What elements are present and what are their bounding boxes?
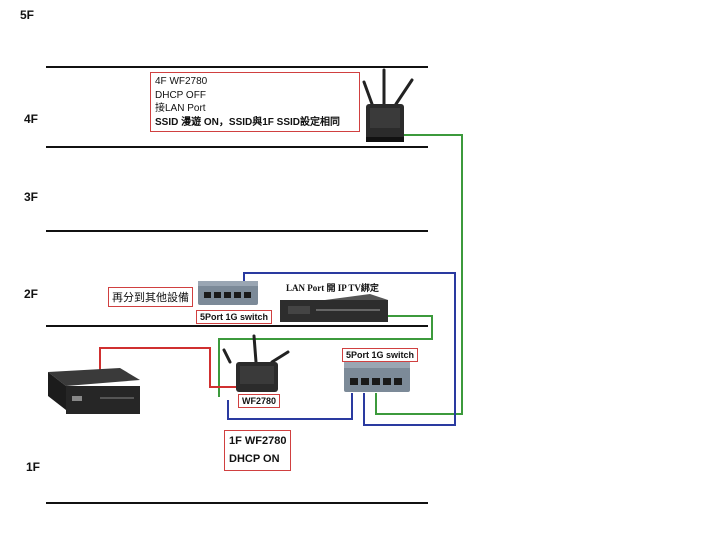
floor-divider	[46, 502, 428, 504]
floor-label-3f: 3F	[24, 190, 39, 204]
blue-cable	[243, 272, 456, 426]
red-cable	[99, 347, 236, 388]
modem-icon	[48, 368, 140, 414]
green-cable	[218, 315, 433, 397]
floor-divider	[46, 146, 428, 148]
router-4f-note: 4F WF2780 DHCP OFF 接LAN Port SSID 漫遊 ON，…	[150, 72, 360, 132]
floor-divider	[46, 325, 428, 327]
other-devices-label: 再分到其他設備	[108, 287, 193, 307]
floor-label-2f: 2F	[24, 287, 39, 301]
floor-label-4f: 4F	[24, 112, 39, 126]
router-1f-icon	[222, 334, 290, 392]
switch-2f-icon	[198, 281, 258, 305]
note-line: 1F WF2780	[229, 435, 287, 447]
floor-label-5f: 5F	[20, 8, 35, 22]
switch-2f-label: 5Port 1G switch	[196, 310, 273, 324]
switch-1f-label: 5Port 1G switch	[342, 348, 419, 362]
floor-label-1f: 1F	[26, 460, 41, 474]
note-line: DHCP OFF	[155, 89, 206, 101]
note-line: 接LAN Port	[155, 103, 206, 114]
blue-cable	[227, 393, 353, 420]
router-1f-note: 1F WF2780 DHCP ON	[224, 430, 292, 472]
lan-iptv-label: LAN Port 開 IP TV綁定	[286, 283, 379, 293]
floor-divider	[46, 230, 428, 232]
router-4f-icon	[362, 68, 414, 142]
green-cable	[375, 134, 463, 415]
note-line: 4F WF2780	[155, 76, 208, 87]
switch-1f-icon	[344, 362, 410, 392]
iptv-device-icon	[280, 294, 388, 322]
note-line: DHCP ON	[229, 452, 280, 465]
note-line: SSID 漫遊 ON，SSID與1F SSID設定相同	[155, 116, 341, 128]
floor-divider	[46, 66, 428, 68]
router-1f-tag: WF2780	[238, 394, 281, 408]
